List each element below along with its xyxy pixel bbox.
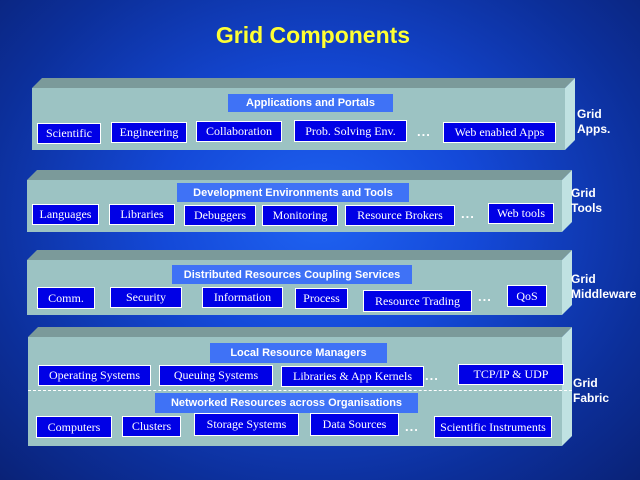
component-box: TCP/IP & UDP bbox=[458, 364, 564, 385]
page-title: Grid Components bbox=[215, 22, 411, 48]
component-box: Clusters bbox=[122, 416, 181, 437]
ellipsis: ... bbox=[461, 206, 475, 221]
layer-side-face bbox=[562, 170, 572, 232]
layer-label: Tools bbox=[571, 201, 603, 215]
component-box: Information bbox=[202, 287, 283, 308]
component-box: Libraries & App Kernels bbox=[281, 366, 424, 387]
layer-side-face bbox=[565, 78, 575, 150]
ellipsis: ... bbox=[405, 419, 419, 434]
component-box: Storage Systems bbox=[194, 413, 299, 436]
component-box: Resource Brokers bbox=[345, 205, 455, 226]
layer-label: Middleware bbox=[571, 287, 637, 301]
layer-label: Grid bbox=[573, 376, 598, 390]
component-box: Data Sources bbox=[310, 413, 399, 436]
component-box: Collaboration bbox=[196, 121, 282, 142]
layer-label: Grid bbox=[571, 186, 596, 200]
layer-label: Grid bbox=[577, 107, 602, 121]
component-box: Web enabled Apps bbox=[443, 122, 556, 143]
component-box: Resource Trading bbox=[363, 290, 472, 312]
component-box: Libraries bbox=[109, 204, 175, 225]
layer-top-face bbox=[27, 170, 572, 180]
layer-side-face bbox=[562, 327, 572, 446]
component-box: Computers bbox=[36, 416, 112, 438]
component-box: Comm. bbox=[37, 287, 95, 309]
component-box: QoS bbox=[507, 285, 547, 307]
component-box: Scientific Instruments bbox=[434, 416, 552, 438]
component-box: Engineering bbox=[111, 122, 187, 143]
layer-label: Grid bbox=[571, 272, 596, 286]
layer-header: Development Environments and Tools bbox=[177, 183, 409, 202]
layer-header: Local Resource Managers bbox=[210, 343, 387, 363]
layer-top-face bbox=[28, 327, 572, 337]
ellipsis: ... bbox=[417, 124, 431, 139]
component-box: Debuggers bbox=[184, 205, 256, 226]
layer-header: Applications and Portals bbox=[228, 94, 393, 112]
layer-top-face bbox=[27, 250, 572, 260]
component-box: Operating Systems bbox=[38, 365, 151, 386]
layer-header: Distributed Resources Coupling Services bbox=[172, 265, 412, 284]
layer-top-face bbox=[32, 78, 575, 88]
component-box: Scientific bbox=[37, 123, 101, 144]
layer-header: Networked Resources across Organisations bbox=[155, 393, 418, 413]
component-box: Web tools bbox=[488, 203, 554, 224]
component-box: Security bbox=[110, 287, 182, 308]
layer-divider bbox=[28, 390, 572, 391]
ellipsis: ... bbox=[425, 368, 439, 383]
component-box: Queuing Systems bbox=[159, 365, 273, 386]
layer-label: Fabric bbox=[573, 391, 610, 405]
component-box: Languages bbox=[32, 204, 99, 225]
ellipsis: ... bbox=[478, 289, 492, 304]
component-box: Monitoring bbox=[262, 205, 338, 226]
component-box: Prob. Solving Env. bbox=[294, 120, 407, 142]
layer-label: Apps. bbox=[577, 122, 611, 136]
layer-side-face bbox=[562, 250, 572, 315]
component-box: Process bbox=[295, 288, 348, 309]
